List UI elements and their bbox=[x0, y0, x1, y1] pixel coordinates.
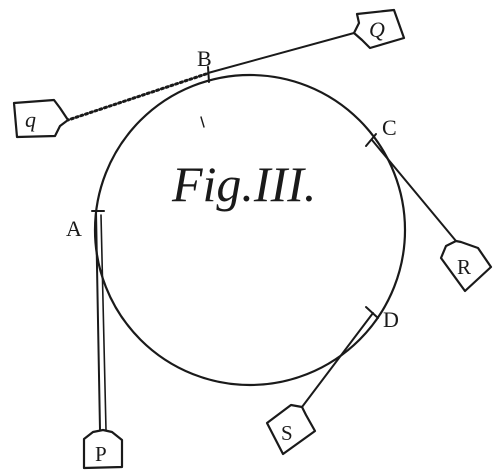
weight-label-r: R bbox=[457, 255, 471, 279]
weight-label-p: P bbox=[95, 442, 107, 466]
point-label-c: C bbox=[382, 115, 397, 140]
string-a-to-p-left bbox=[95, 211, 101, 431]
stray-mark bbox=[200, 116, 205, 128]
weight-label-q-lower: q bbox=[25, 107, 36, 132]
weight-q-lower: q bbox=[12, 98, 70, 139]
weight-s: S bbox=[265, 403, 317, 456]
main-circle bbox=[93, 73, 407, 387]
weight-q-upper: Q bbox=[352, 8, 406, 50]
point-label-b: B bbox=[197, 46, 212, 71]
string-c-to-r bbox=[371, 139, 457, 242]
tick-b bbox=[207, 66, 210, 83]
string-b-to-q bbox=[207, 32, 355, 74]
tick-d bbox=[365, 306, 379, 319]
point-label-d: D bbox=[383, 307, 399, 332]
figure-title: Fig.III. bbox=[171, 156, 316, 212]
tick-c bbox=[365, 133, 377, 147]
string-d-to-s bbox=[301, 312, 374, 408]
dotted-string-b-to-q bbox=[66, 72, 208, 122]
weight-p: P bbox=[82, 428, 124, 470]
weight-label-q-upper: Q bbox=[369, 17, 385, 42]
weight-r: R bbox=[439, 239, 493, 293]
string-a-to-p-right bbox=[100, 214, 107, 431]
point-label-a: A bbox=[66, 216, 82, 241]
weight-label-s: S bbox=[281, 421, 293, 445]
